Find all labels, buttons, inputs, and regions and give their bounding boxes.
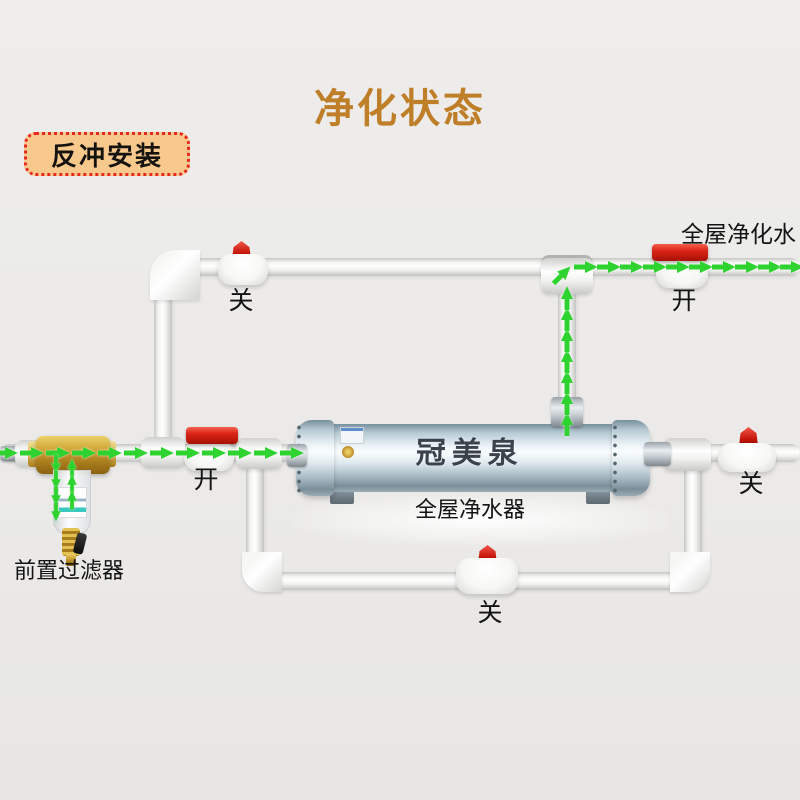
flow-arrow-icon xyxy=(0,446,18,460)
flow-arrow-icon xyxy=(735,260,759,274)
flow-arrow-icon xyxy=(50,454,61,474)
bypass-right-tee-fitting xyxy=(663,438,711,471)
flow-arrow-icon xyxy=(560,412,574,436)
flow-arrow-icon xyxy=(560,391,574,415)
flow-arrow-icon xyxy=(254,446,278,460)
flow-arrow-icon xyxy=(597,260,621,274)
flow-arrow-icon xyxy=(758,260,782,274)
flow-arrow-icon xyxy=(780,260,800,274)
top-right-valve-handle-icon xyxy=(652,244,708,261)
purifier-sticker xyxy=(340,427,364,444)
top-pipe xyxy=(188,258,800,276)
top-left-valve-state-label: 关 xyxy=(228,287,254,315)
top-right-valve-state-label: 开 xyxy=(671,287,697,315)
flow-arrow-icon xyxy=(228,446,252,460)
left-riser-pipe xyxy=(154,294,172,450)
flow-arrow-icon xyxy=(66,490,77,510)
flow-arrow-icon xyxy=(50,486,61,506)
flow-arrow-icon xyxy=(574,260,598,274)
inlet-valve-state-label: 开 xyxy=(193,466,219,494)
flow-arrow-icon xyxy=(689,260,713,274)
bypass-left-elbow-fitting xyxy=(242,552,282,592)
flow-arrow-icon xyxy=(202,446,226,460)
flow-arrow-icon xyxy=(712,260,736,274)
bypass-right-riser xyxy=(684,462,702,560)
flow-arrow-icon xyxy=(150,446,174,460)
prefilter-drain-tip xyxy=(66,554,76,566)
flow-arrow-icon xyxy=(560,349,574,373)
flow-arrow-icon xyxy=(20,446,44,460)
bypass-right-elbow-fitting xyxy=(670,552,710,592)
purifier-outlet-nut xyxy=(644,442,671,466)
main-right-valve-state-label: 关 xyxy=(738,470,764,498)
flow-arrow-icon xyxy=(50,470,61,490)
top-right-valve xyxy=(656,256,708,288)
main-right-valve xyxy=(718,443,776,472)
purified-water-label: 全屋净化水 xyxy=(681,221,796,247)
inlet-valve-handle-icon xyxy=(186,427,238,444)
flow-arrow-icon xyxy=(666,260,690,274)
backwash-badge: 反冲安装 xyxy=(24,132,190,176)
flow-arrow-icon xyxy=(560,286,574,310)
flow-arrow-icon xyxy=(643,260,667,274)
top-left-elbow-fitting xyxy=(150,250,200,300)
flow-arrow-icon xyxy=(560,328,574,352)
flow-arrow-icon xyxy=(66,458,77,478)
purifier-label: 全屋净水器 xyxy=(414,497,525,522)
bypass-valve xyxy=(456,558,518,594)
bypass-valve-state-label: 关 xyxy=(477,599,503,627)
main-right-valve-knob-icon xyxy=(739,427,758,446)
flow-arrow-icon xyxy=(66,474,77,494)
flow-arrow-icon xyxy=(124,446,148,460)
flow-arrow-icon xyxy=(98,446,122,460)
flow-arrow-icon xyxy=(46,446,70,460)
purifier-right-cap xyxy=(612,420,650,496)
flow-arrow-icon xyxy=(72,446,96,460)
flow-arrow-icon xyxy=(280,446,304,460)
purifier-seal xyxy=(342,446,354,458)
flow-arrow-icon xyxy=(50,502,61,522)
flow-arrow-icon xyxy=(620,260,644,274)
flow-arrow-icon xyxy=(560,370,574,394)
page-title: 净化状态 xyxy=(314,87,486,131)
flow-arrow-icon xyxy=(560,307,574,331)
flow-arrow-icon xyxy=(176,446,200,460)
prefilter-label: 前置过滤器 xyxy=(14,558,125,583)
top-left-valve xyxy=(218,254,268,285)
bypass-left-riser xyxy=(246,462,264,560)
flow-arrow-icon xyxy=(549,262,576,289)
